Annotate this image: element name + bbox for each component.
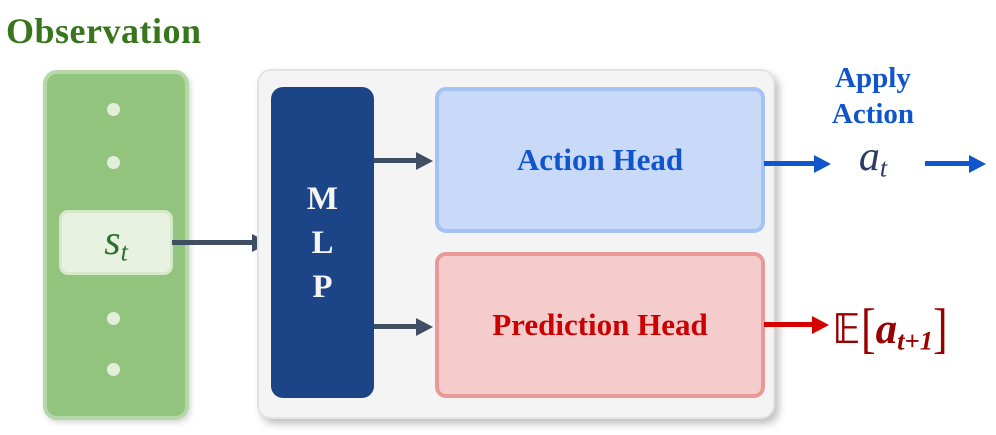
state-box: st	[59, 210, 173, 275]
action-variable: at	[858, 134, 888, 183]
apply-action-label: Apply Action	[808, 60, 938, 132]
arrowhead-icon	[814, 154, 831, 173]
action-head-box: Action Head	[435, 87, 765, 233]
ellipsis-dot	[107, 103, 120, 116]
apply-action-arrow	[925, 154, 986, 173]
prediction-head-label: Prediction Head	[492, 307, 708, 342]
arrowhead-icon	[416, 151, 433, 170]
action-head-label: Action Head	[516, 142, 684, 177]
apply-action-line1: Apply	[835, 62, 911, 94]
mlp-to-action-arrow	[374, 151, 433, 170]
policy-panel: M L P Action Head Prediction Head	[257, 69, 775, 419]
mlp-letter: L	[311, 224, 334, 261]
prediction-head-output-arrow	[764, 315, 829, 334]
observation-title: Observation	[6, 11, 202, 51]
arrow-shaft	[764, 161, 814, 166]
apply-action-line2: Action	[831, 98, 915, 130]
mlp-to-prediction-arrow	[374, 317, 433, 336]
arrow-shaft	[172, 240, 252, 245]
arrow-shaft	[764, 322, 812, 327]
arrow-shaft	[374, 158, 416, 163]
expected-action-expression: 𝔼[at+1]	[833, 299, 995, 359]
arrowhead-icon	[416, 317, 433, 336]
arrow-shaft	[374, 324, 416, 329]
ellipsis-dot	[107, 312, 120, 325]
prediction-head-box: Prediction Head	[435, 252, 765, 398]
state-to-mlp-arrow	[172, 233, 269, 252]
predicted-variable: at+1	[875, 306, 934, 356]
ellipsis-dot	[107, 363, 120, 376]
arrowhead-icon	[969, 154, 986, 173]
open-bracket: [	[861, 299, 876, 359]
double-struck-e: 𝔼	[833, 305, 861, 353]
arrow-shaft	[925, 161, 969, 166]
observation-box: st	[43, 70, 189, 420]
action-head-output-arrow	[764, 154, 831, 173]
mlp-letter: M	[306, 180, 339, 217]
mlp-box: M L P	[271, 87, 374, 398]
state-symbol: st	[104, 217, 128, 267]
ellipsis-dot	[107, 156, 120, 169]
mlp-letter: P	[312, 268, 333, 305]
arrowhead-icon	[812, 315, 829, 334]
close-bracket: ]	[933, 299, 948, 359]
